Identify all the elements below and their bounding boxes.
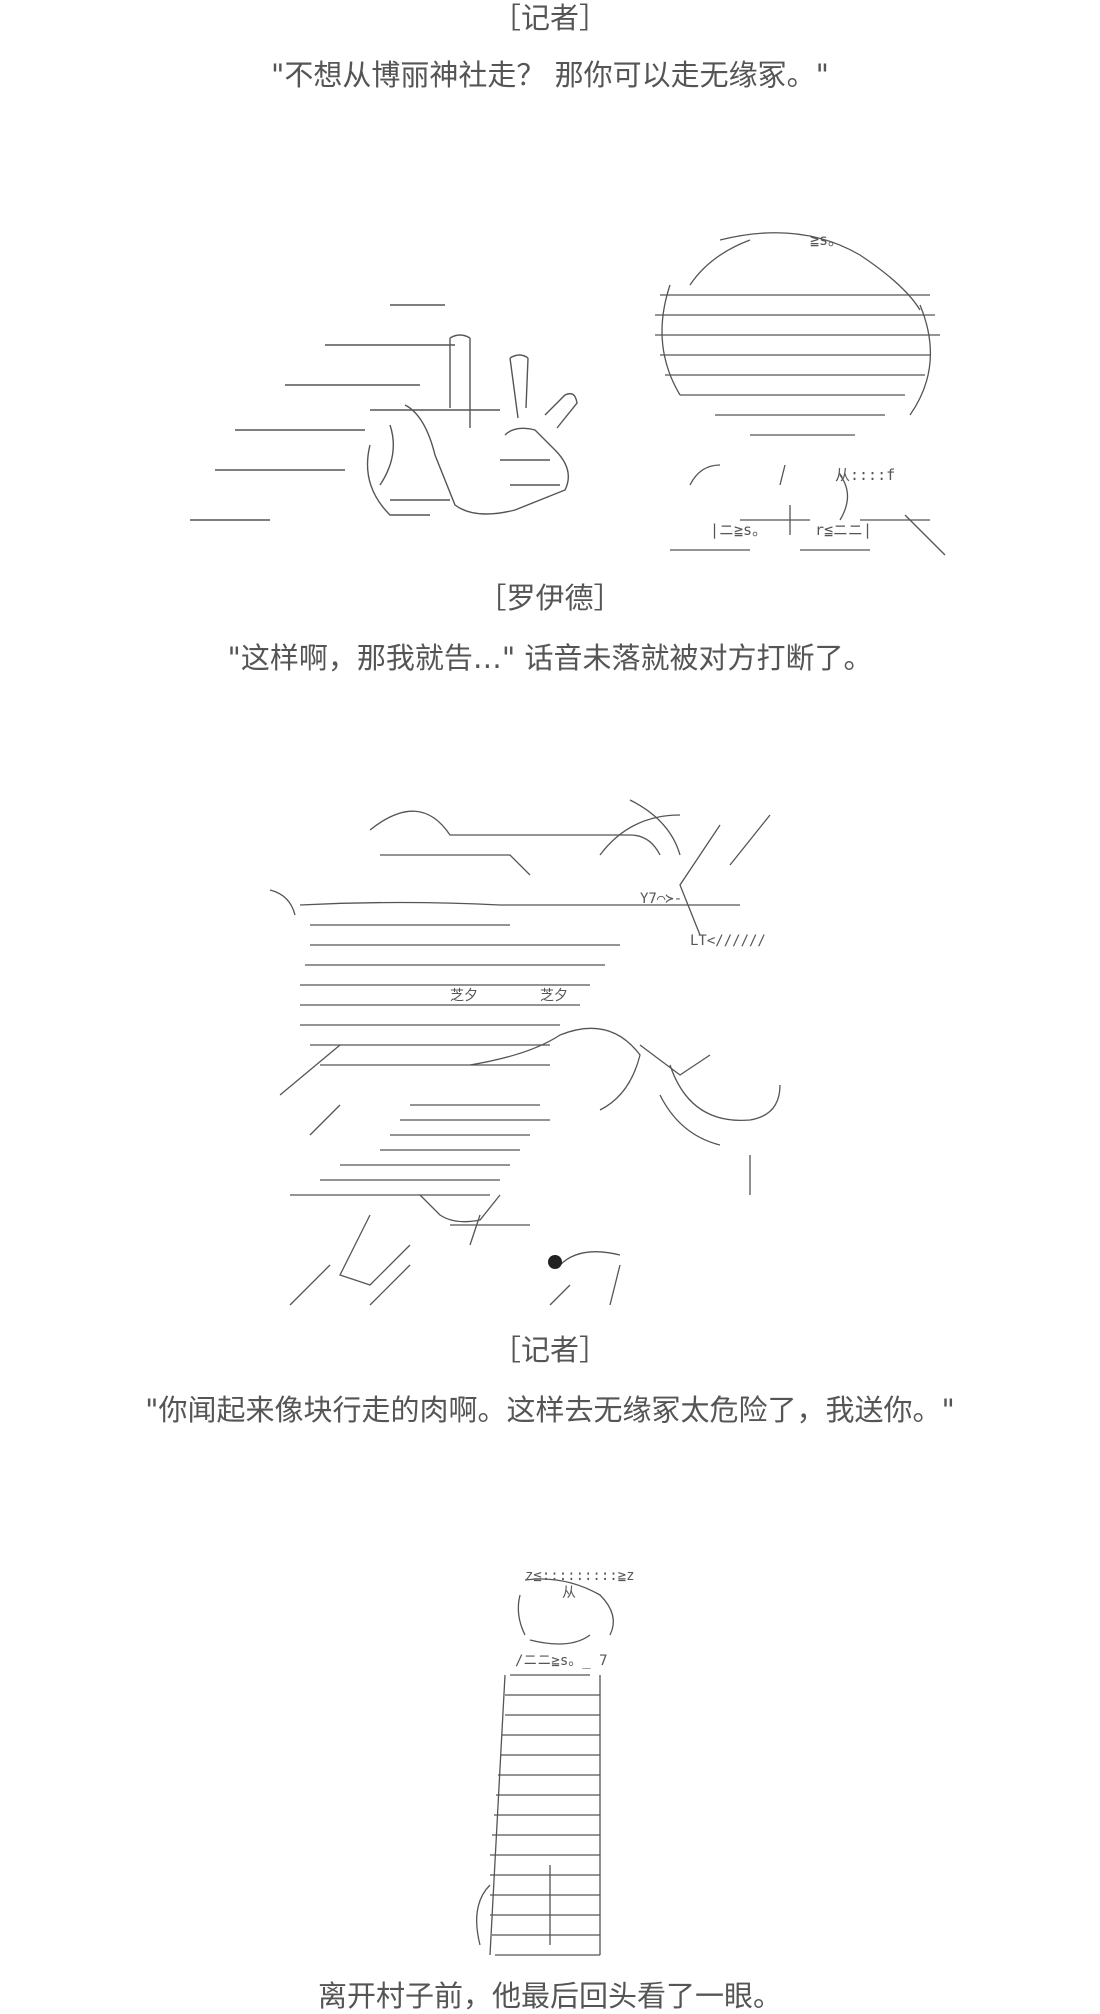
- face-label: 从::::f: [835, 466, 895, 484]
- scene-label: Y7⌒≻-: [640, 891, 682, 907]
- face-label: r≦ニニ|: [815, 521, 872, 539]
- face-label: |ニ≧s。: [710, 521, 767, 539]
- dialogue-line: "不想从博丽神社走？ 那你可以走无缘冢。": [271, 58, 829, 92]
- ascii-art-figure-looking-back: 从 z≦:::::::::≧z /ニニ≧s。_ 7: [450, 1565, 690, 1975]
- face-label: ≧s。: [810, 231, 843, 249]
- dialogue-line: "你闻起来像块行走的肉啊。这样去无缘冢太危险了，我送你。": [145, 1393, 955, 1427]
- scene-label: LT<//////: [690, 933, 766, 949]
- scene-label: 芝夕: [450, 988, 478, 1004]
- figure-label: z≦:::::::::≧z: [525, 1568, 635, 1584]
- narration-line: 离开村子前，他最后回头看了一眼。: [317, 1979, 782, 2013]
- speaker-label: ［记者］: [491, 1, 608, 35]
- dialogue-line: "这样啊，那我就告…" 话音未落就被对方打断了。: [227, 641, 873, 675]
- ascii-art-hand-gesture: [150, 300, 600, 560]
- figure-label: /ニニ≧s。_ 7: [515, 1653, 608, 1669]
- scene-label: 芝夕: [540, 988, 568, 1004]
- speaker-label: ［罗伊德］: [477, 581, 623, 615]
- ascii-art-reporter-face: ≧s。 从::::f r≦ニニ| |ニ≧s。: [630, 215, 960, 556]
- ascii-art-reporter-with-fan: Y7⌒≻- LT<////// 芝夕 芝夕: [269, 795, 840, 1315]
- fan-dot-icon: [548, 1255, 562, 1269]
- figure-label: 从: [562, 1585, 576, 1601]
- speaker-label: ［记者］: [491, 1333, 608, 1367]
